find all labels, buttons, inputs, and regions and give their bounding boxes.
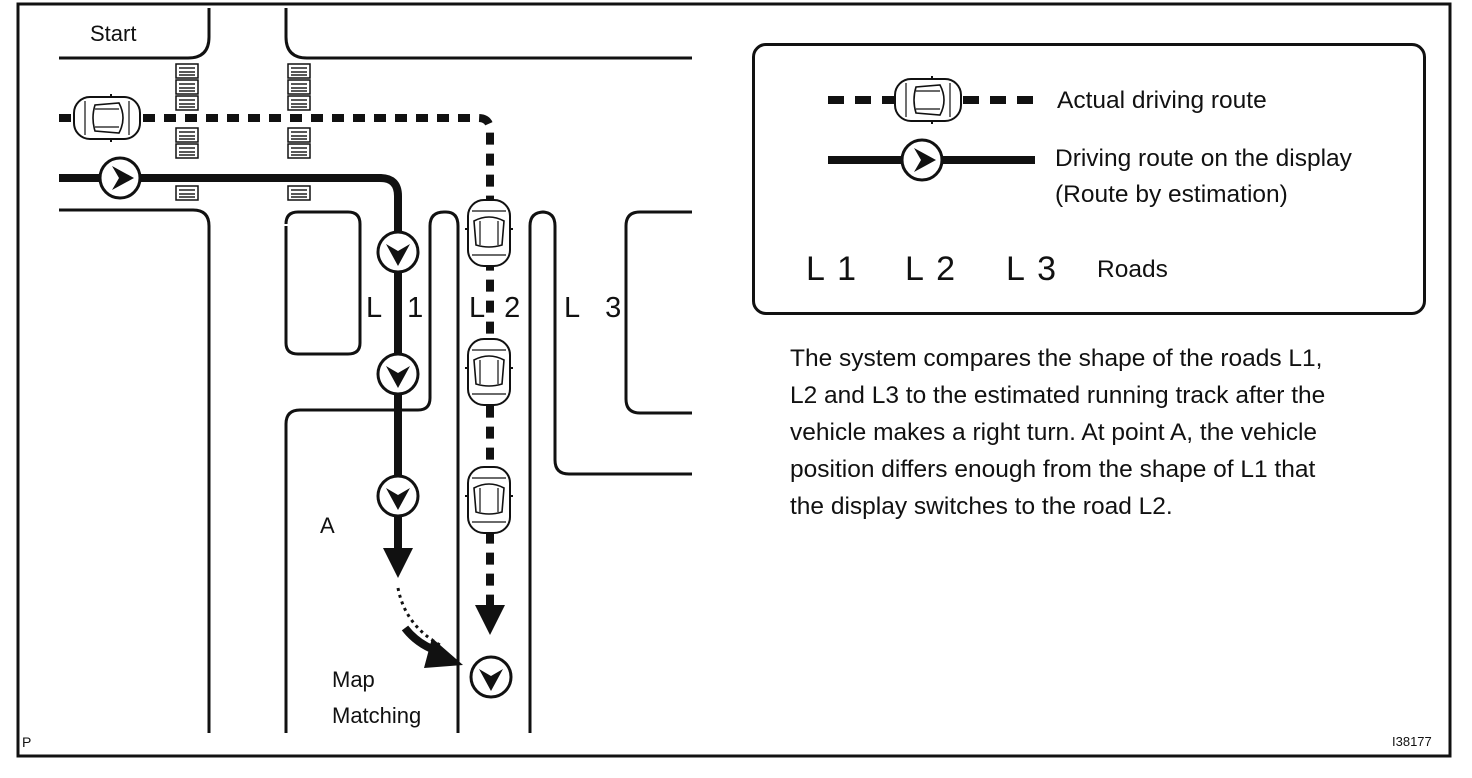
figure-id: I38177: [1392, 734, 1432, 749]
description-line: L2 and L3 to the estimated running track…: [790, 382, 1326, 409]
display-route-arrowhead: [383, 548, 413, 578]
display-route: [59, 174, 402, 560]
description-text: The system compares the shape of the roa…: [790, 340, 1430, 525]
map-matching-label-line1: Map: [332, 667, 375, 692]
point-a-label: A: [320, 513, 335, 538]
legend-road-l3: L 3: [1006, 250, 1057, 288]
road-label-l2: L 2: [469, 292, 521, 324]
legend-road-l1: L 1: [806, 250, 857, 288]
road-label-l3: L 3: [564, 292, 622, 324]
legend-actual-route: Actual driving route: [1057, 87, 1267, 114]
description-line: The system compares the shape of the roa…: [790, 345, 1323, 372]
actual-route-arrowhead: [475, 605, 505, 635]
legend-roads-label: Roads: [1097, 256, 1168, 283]
actual-route: [59, 114, 494, 605]
corner-mark: P: [22, 734, 32, 750]
description-line: vehicle makes a right turn. At point A, …: [790, 419, 1318, 446]
legend-symbols: [828, 75, 1035, 182]
map-matching-arrow: [396, 587, 441, 647]
road-network: [59, 8, 692, 733]
description-line: position differs enough from the shape o…: [790, 456, 1316, 483]
legend-display-route: Driving route on the display: [1055, 145, 1352, 172]
start-label: Start: [90, 21, 137, 46]
legend-road-l2: L 2: [905, 250, 956, 288]
description-line: the display switches to the road L2.: [790, 493, 1173, 520]
legend-box: [752, 43, 1426, 315]
map-matching-label-line2: Matching: [332, 703, 422, 728]
legend-display-route-sub: (Route by estimation): [1055, 181, 1288, 208]
road-label-l1: L 1: [366, 292, 424, 324]
